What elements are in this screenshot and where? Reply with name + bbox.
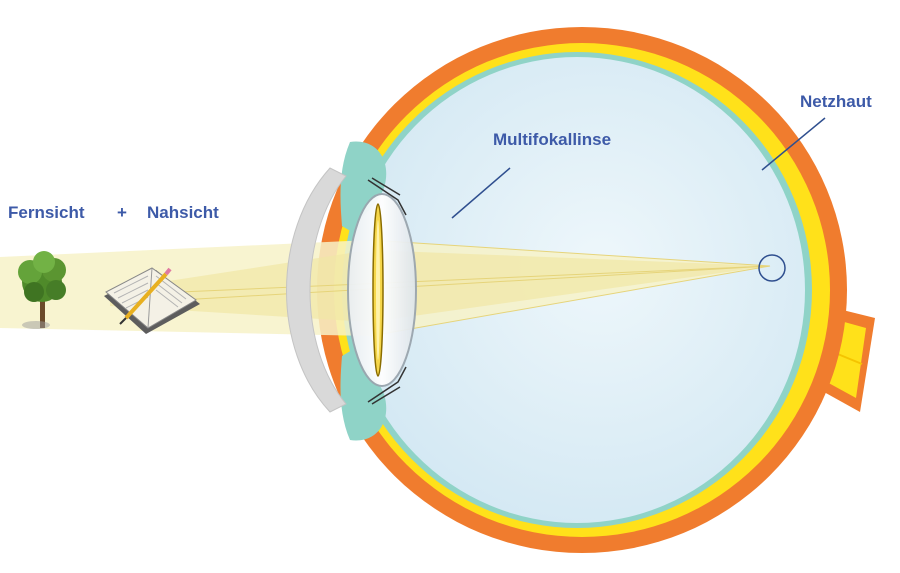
tree-icon [18,251,66,329]
multifocal-lens-label: Multifokallinse [493,130,612,149]
near-vision-label: Nahsicht [147,203,219,222]
zonule-fibers [367,177,407,405]
retina-leader-line [761,117,826,171]
fovea-marker [758,254,786,282]
iris-lower [340,350,387,441]
retina-label: Netzhaut [800,92,872,111]
multifocal-lens [347,193,417,387]
lens-leader-line [451,167,511,219]
iris-upper [340,141,387,232]
book-with-pencil-icon [104,267,200,334]
far-vision-label: Fernsicht [8,203,85,222]
cornea [286,167,347,413]
plus-label: + [117,203,127,222]
